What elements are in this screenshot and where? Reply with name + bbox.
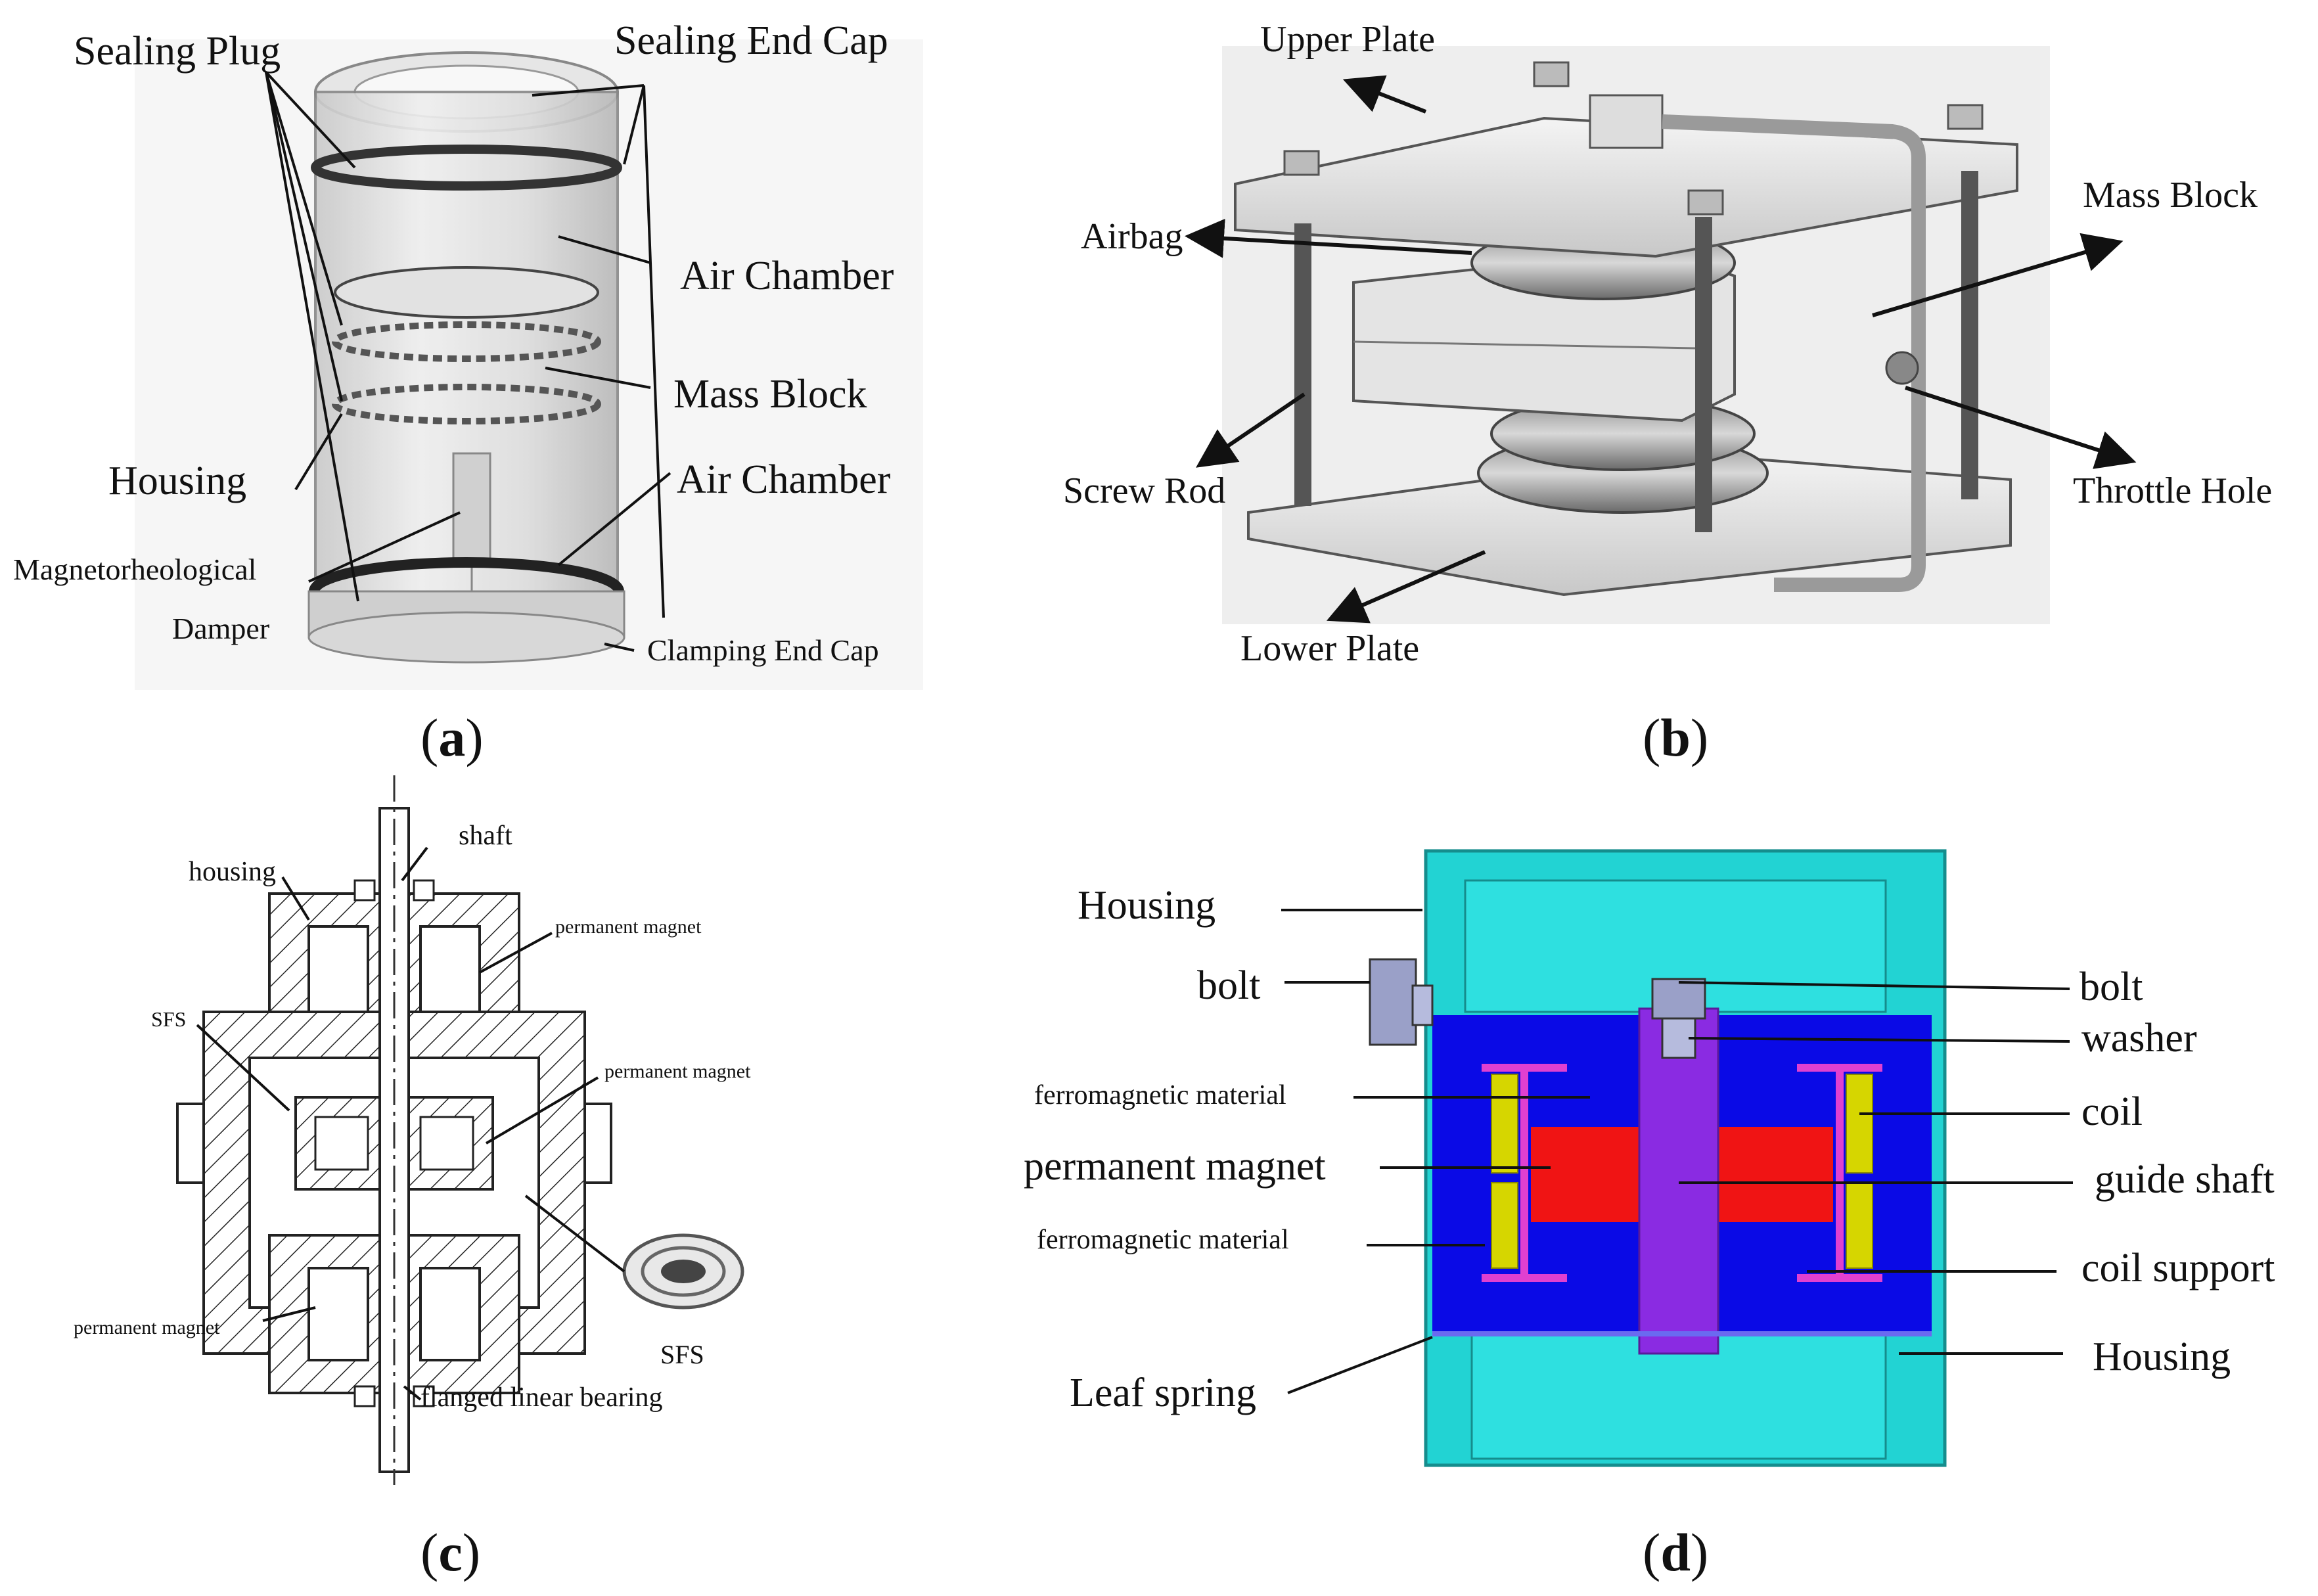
caption-b-letter: b: [1660, 708, 1691, 767]
label-lower-plate: Lower Plate: [1240, 628, 1419, 669]
label-flanged-linear-bearing: flanged linear bearing: [420, 1382, 662, 1413]
label-guide-shaft: guide shaft: [2095, 1157, 2275, 1202]
label-bolt-left: bolt: [1197, 963, 1260, 1008]
panel-a-leader-lines: [265, 71, 671, 652]
label-housing-d-top: Housing: [1078, 883, 1216, 928]
label-housing-d-bottom: Housing: [2093, 1334, 2231, 1379]
label-ferromagnetic-top: ferromagnetic material: [1034, 1080, 1286, 1110]
label-coil-support: coil support: [2081, 1246, 2275, 1290]
label-permanent-magnet-mid: permanent magnet: [604, 1060, 751, 1082]
label-sealing-end-cap: Sealing End Cap: [614, 18, 888, 63]
label-mass-block-b: Mass Block: [2083, 175, 2258, 216]
caption-b: (b): [1643, 708, 1708, 767]
caption-d: (d): [1643, 1522, 1708, 1582]
panel-b-arrows: [1185, 75, 2137, 624]
label-clamping-end-cap: Clamping End Cap: [647, 633, 879, 667]
caption-a: (a): [420, 708, 484, 767]
caption-c: (c): [420, 1522, 480, 1582]
label-air-chamber-bottom: Air Chamber: [677, 457, 891, 502]
label-permanent-magnet-d: permanent magnet: [1024, 1144, 1326, 1189]
label-permanent-magnet-bottom: permanent magnet: [74, 1317, 220, 1338]
panel-d-leader-lines: [1281, 909, 2073, 1394]
label-air-chamber-top: Air Chamber: [680, 254, 894, 298]
caption-a-letter: a: [438, 708, 465, 767]
label-mass-block-a: Mass Block: [673, 372, 867, 417]
panel-a: Sealing Plug Sealing End Cap Air Chamber…: [13, 18, 923, 767]
label-leaf-spring: Leaf spring: [1070, 1371, 1256, 1415]
panel-b: Upper Plate Airbag Mass Block Screw Rod …: [1063, 19, 2272, 767]
label-throttle-hole: Throttle Hole: [2073, 470, 2272, 511]
label-housing-a: Housing: [108, 459, 246, 503]
label-mr-damper-line2: Damper: [172, 612, 269, 645]
sfs-spring-inset: [622, 1233, 744, 1310]
label-shaft: shaft: [459, 821, 512, 851]
panel-c-leader-lines: [196, 846, 625, 1401]
panel-c: shaft housing permanent magnet SFS perma…: [74, 775, 751, 1582]
panel-b-isolator-drawing: [1222, 46, 2050, 624]
label-ferromagnetic-bottom: ferromagnetic material: [1037, 1225, 1289, 1255]
panel-d-section-drawing: [1369, 849, 1947, 1467]
label-sfs-left: SFS: [151, 1007, 186, 1031]
label-permanent-magnet-top: permanent magnet: [555, 916, 702, 938]
label-bolt-right: bolt: [2079, 965, 2143, 1009]
label-coil: coil: [2081, 1089, 2143, 1134]
label-airbag: Airbag: [1081, 216, 1183, 257]
caption-c-letter: c: [438, 1522, 462, 1582]
label-housing-c: housing: [189, 857, 276, 887]
label-sealing-plug: Sealing Plug: [74, 29, 281, 74]
caption-d-letter: d: [1660, 1522, 1691, 1582]
panel-a-cylinder-drawing: [135, 39, 923, 690]
panel-c-section-drawing: [176, 775, 612, 1485]
label-sfs-inset: SFS: [660, 1340, 704, 1369]
label-washer: washer: [2081, 1016, 2197, 1060]
label-mr-damper-line1: Magnetorheological: [13, 553, 256, 586]
label-upper-plate: Upper Plate: [1260, 19, 1435, 60]
panel-d: Housing bolt bolt washer ferromagnetic m…: [1024, 849, 2275, 1582]
label-screw-rod: Screw Rod: [1063, 470, 1225, 511]
